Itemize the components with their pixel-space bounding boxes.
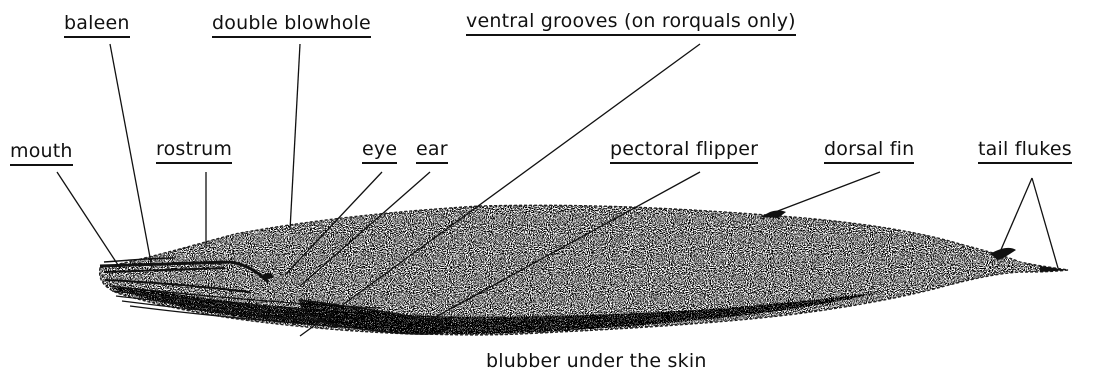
- label-mouth: mouth: [10, 142, 73, 166]
- label-dorsal-fin: dorsal fin: [824, 140, 914, 164]
- label-tail-flukes: tail flukes: [978, 140, 1072, 164]
- leader-dorsal-fin: [770, 172, 880, 214]
- label-eye: eye: [362, 140, 397, 164]
- label-double-blowhole: double blowhole: [212, 14, 371, 38]
- leader-tail-flukes-a: [1000, 178, 1032, 252]
- leader-baleen: [110, 44, 152, 268]
- leader-tail-flukes-b: [1032, 178, 1058, 268]
- label-rostrum: rostrum: [156, 140, 232, 164]
- label-ear: ear: [416, 140, 448, 164]
- eye-mark: [263, 273, 273, 279]
- leader-mouth: [57, 172, 120, 268]
- label-ventral-grooves: ventral grooves (on rorquals only): [466, 12, 796, 36]
- label-baleen: baleen: [64, 14, 130, 38]
- label-pectoral-flipper: pectoral flipper: [610, 140, 758, 164]
- leader-double-blowhole: [290, 44, 300, 230]
- whale-body: [100, 205, 1068, 335]
- label-blubber: blubber under the skin: [486, 352, 707, 371]
